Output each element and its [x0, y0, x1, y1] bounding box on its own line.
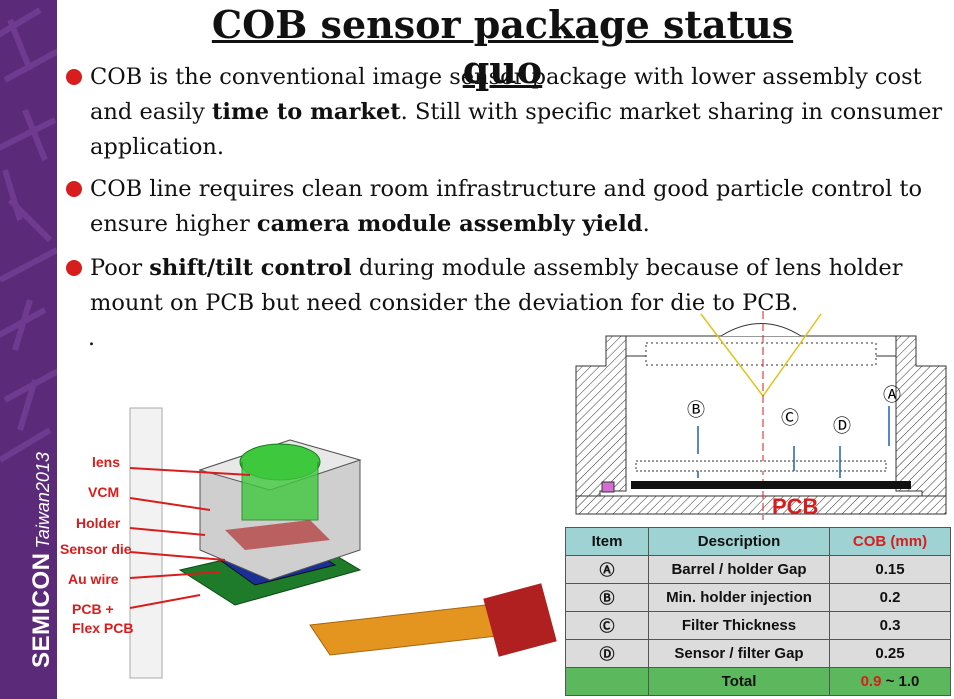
header-item: Item [565, 527, 649, 556]
table-total-row: Total 0.9 ~ 1.0 [565, 667, 951, 696]
label-au-wire: Au wire [68, 571, 119, 587]
callout-d: Ⓓ [833, 416, 851, 436]
lens-element [645, 342, 877, 366]
brand-sub: Taiwan2013 [33, 452, 53, 549]
cell-item: Ⓑ [565, 583, 649, 612]
label-holder: Holder [76, 515, 121, 531]
callout-c: Ⓒ [781, 408, 799, 428]
label-vcm: VCM [88, 484, 120, 500]
cross-section-diagram: Ⓑ Ⓒ Ⓓ Ⓐ PCB [575, 311, 947, 520]
pcb-section [575, 495, 947, 515]
total-sep: ~ [881, 673, 899, 690]
callout-a: Ⓐ [883, 385, 901, 405]
table-row: Ⓒ Filter Thickness 0.3 [565, 611, 951, 640]
lens-barrel [241, 462, 319, 521]
callout-b: Ⓑ [687, 400, 705, 420]
cell-description: Sensor / filter Gap [648, 639, 830, 668]
flex-connector [483, 583, 557, 657]
cell-description: Filter Thickness [648, 611, 830, 640]
bullet-1: COB is the conventional image sensor pac… [66, 60, 946, 165]
bullet-dot [66, 181, 82, 197]
sensor-die-section [631, 481, 911, 489]
label-lens: lens [92, 454, 121, 470]
cell-value: 0.2 [829, 583, 951, 612]
cell-value: 0.25 [829, 639, 951, 668]
pcb-label: PCB [772, 494, 818, 519]
component [601, 481, 615, 493]
cell-item: Ⓐ [565, 555, 649, 584]
total-label: Total [648, 667, 830, 696]
label-flex-pcb: Flex PCB [72, 620, 134, 636]
semicon-logo: SEMICON Taiwan2013 [28, 452, 56, 668]
total-value: 0.9 ~ 1.0 [829, 667, 951, 696]
table-row: Ⓐ Barrel / holder Gap 0.15 [565, 555, 951, 584]
bullet-text: COB is the conventional image sensor pac… [90, 64, 943, 160]
bullet-text: Poor shift/tilt control during module as… [90, 255, 903, 316]
total-hi: 1.0 [898, 673, 920, 690]
holder-right [895, 335, 947, 497]
bullet-3: Poor shift/tilt control during module as… [66, 251, 946, 321]
pointer-board [129, 407, 163, 679]
gap-table: Item Description COB (mm) Ⓐ Barrel / hol… [565, 527, 951, 696]
au-wire [225, 520, 330, 550]
total-empty-cell [565, 667, 649, 696]
cell-item: Ⓒ [565, 611, 649, 640]
header-description: Description [648, 527, 830, 556]
filter [635, 460, 887, 472]
cell-description: Barrel / holder Gap [648, 555, 830, 584]
brand-name: SEMICON [28, 552, 55, 668]
camera-module-illustration [129, 407, 557, 679]
bullet-dot [66, 69, 82, 85]
cell-value: 0.15 [829, 555, 951, 584]
slide-title: COB sensor package status quo [211, 2, 794, 92]
trailing-dot: . [88, 326, 95, 351]
cell-item: Ⓓ [565, 639, 649, 668]
total-lo: 0.9 [860, 673, 882, 690]
table-row: Ⓑ Min. holder injection 0.2 [565, 583, 951, 612]
label-pcb: PCB + [72, 601, 114, 617]
holder-left [575, 335, 627, 497]
sidebar: SEMICON Taiwan2013 [0, 0, 57, 699]
bullet-text: COB line requires clean room infrastruct… [90, 176, 923, 237]
bullet-2: COB line requires clean room infrastruct… [66, 172, 946, 242]
table-header-row: Item Description COB (mm) [565, 527, 951, 556]
cell-value: 0.3 [829, 611, 951, 640]
cell-description: Min. holder injection [648, 583, 830, 612]
bullet-dot [66, 260, 82, 276]
header-cob: COB (mm) [829, 527, 951, 556]
lens-curve [720, 323, 802, 337]
table-row: Ⓓ Sensor / filter Gap 0.25 [565, 639, 951, 668]
label-sensor-die: Sensor die [60, 541, 132, 557]
sidebar-pattern [0, 7, 57, 463]
